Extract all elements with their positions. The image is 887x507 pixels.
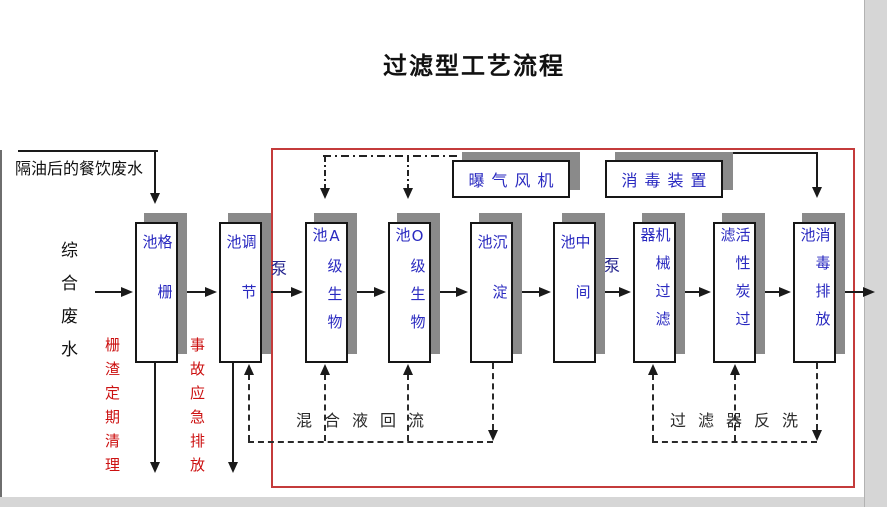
flow-arrowhead-5	[456, 287, 468, 297]
process-box-intermediate-pool: 中间池	[553, 222, 596, 363]
oily-wastewater-label: 隔油后的餐饮废水	[15, 159, 144, 178]
pump-label-2: 泵	[604, 256, 621, 275]
process-box-grid-pool-label: 格栅池	[140, 234, 174, 334]
emergency-arrow-shaft	[232, 363, 234, 463]
process-box-grid-pool: 格栅池	[135, 222, 178, 363]
flow-arrow-shaft-1	[95, 291, 122, 293]
backwash-arrowhead-mechanical	[648, 364, 658, 375]
backwash-drop-arrowhead	[812, 430, 822, 441]
disinfection-device-box: 消毒装置	[605, 160, 723, 198]
flow-arrow-shaft-4	[348, 291, 375, 293]
process-box-o-bio-pool: O级生物池	[388, 222, 431, 363]
process-box-a-bio-pool: A级生物池	[305, 222, 348, 363]
page-right-margin	[864, 0, 887, 507]
flow-arrow-shaft-7	[596, 291, 620, 293]
screenings-arrowhead	[150, 462, 160, 473]
flow-arrowhead-8	[699, 287, 711, 297]
aeration-drop-o	[407, 156, 409, 189]
emergency-arrowhead	[228, 462, 238, 473]
backwash-drop-disinfection	[816, 363, 818, 430]
return-riser-a	[324, 374, 326, 441]
flow-arrow-shaft-3	[262, 291, 292, 293]
aeration-line-horizontal	[323, 155, 460, 157]
diagram-title: 过滤型工艺流程	[383, 52, 565, 80]
flow-arrow-shaft-2	[178, 291, 206, 293]
disinfectant-arrowhead	[812, 187, 822, 198]
process-box-regulating-pool: 调节池	[219, 222, 262, 363]
filter-backwash-label: 过滤器反洗	[670, 411, 811, 430]
return-line-horizontal	[248, 441, 493, 443]
flow-arrow-shaft-6	[513, 291, 540, 293]
outfall-arrowhead	[863, 287, 875, 297]
aeration-arrowhead-a	[320, 188, 330, 199]
process-box-a-bio-pool-label: A级生物池	[310, 227, 344, 342]
page-left-border	[0, 150, 2, 497]
page-bottom-margin	[0, 497, 864, 507]
flow-arrowhead-6	[539, 287, 551, 297]
return-riser-regulating	[248, 374, 250, 441]
process-box-o-bio-pool-label: O级生物池	[393, 227, 427, 342]
process-box-mechanical-filter: 机械过滤器	[633, 222, 676, 363]
process-box-regulating-pool-label: 调节池	[224, 234, 258, 334]
screenings-arrow-shaft	[154, 363, 156, 463]
process-box-disinfection-discharge-pool: 消毒排放池	[793, 222, 836, 363]
return-arrowhead-a	[320, 364, 330, 375]
disinfectant-line-horizontal	[733, 152, 818, 154]
process-box-intermediate-pool-label: 中间池	[558, 234, 592, 334]
backwash-riser-mechanical	[652, 374, 654, 441]
aeration-fan-box: 曝气风机	[452, 160, 570, 198]
process-boundary-rect	[271, 148, 855, 488]
emergency-note: 事故应急排放	[188, 337, 206, 481]
flow-arrow-shaft-8	[676, 291, 700, 293]
flow-arrowhead-7	[619, 287, 631, 297]
screenings-note: 栅渣定期清理	[103, 337, 121, 481]
process-box-activated-carbon-filter-label: 活性炭过滤	[718, 227, 752, 339]
pump-label-1: 泵	[271, 259, 288, 278]
disinfectant-line-drop	[816, 152, 818, 188]
disinfection-device-label: 消毒装置	[621, 171, 714, 190]
return-arrowhead-regulating	[244, 364, 254, 375]
return-drop-sedimentation	[492, 363, 494, 430]
process-box-disinfection-discharge-pool-label: 消毒排放池	[798, 227, 832, 339]
aeration-drop-a	[324, 156, 326, 189]
return-riser-o	[407, 374, 409, 441]
backwash-riser-carbon	[734, 374, 736, 441]
process-box-sedimentation-pool-label: 沉淀池	[475, 234, 509, 334]
aeration-arrowhead-o	[403, 188, 413, 199]
flow-arrowhead-2	[205, 287, 217, 297]
flow-arrowhead-4	[374, 287, 386, 297]
flow-arrowhead-1	[121, 287, 133, 297]
oily-inlet-line	[18, 150, 158, 152]
mixed-liquor-return-label: 混合液回流	[296, 411, 437, 430]
outfall-arrow-shaft	[836, 291, 864, 293]
oily-inlet-arrowhead	[150, 193, 160, 204]
process-box-sedimentation-pool: 沉淀池	[470, 222, 513, 363]
process-box-activated-carbon-filter: 活性炭过滤	[713, 222, 756, 363]
combined-wastewater-label: 综合废水	[57, 241, 77, 373]
flow-arrow-shaft-5	[431, 291, 457, 293]
return-drop-arrowhead	[488, 430, 498, 441]
backwash-line-horizontal	[652, 441, 817, 443]
flow-arrowhead-9	[779, 287, 791, 297]
flow-arrowhead-3	[291, 287, 303, 297]
flow-arrow-shaft-9	[756, 291, 780, 293]
process-box-mechanical-filter-label: 机械过滤器	[638, 227, 672, 339]
return-arrowhead-o	[403, 364, 413, 375]
backwash-arrowhead-carbon	[730, 364, 740, 375]
oily-inlet-arrow-shaft	[154, 151, 156, 194]
aeration-fan-label: 曝气风机	[468, 171, 561, 190]
